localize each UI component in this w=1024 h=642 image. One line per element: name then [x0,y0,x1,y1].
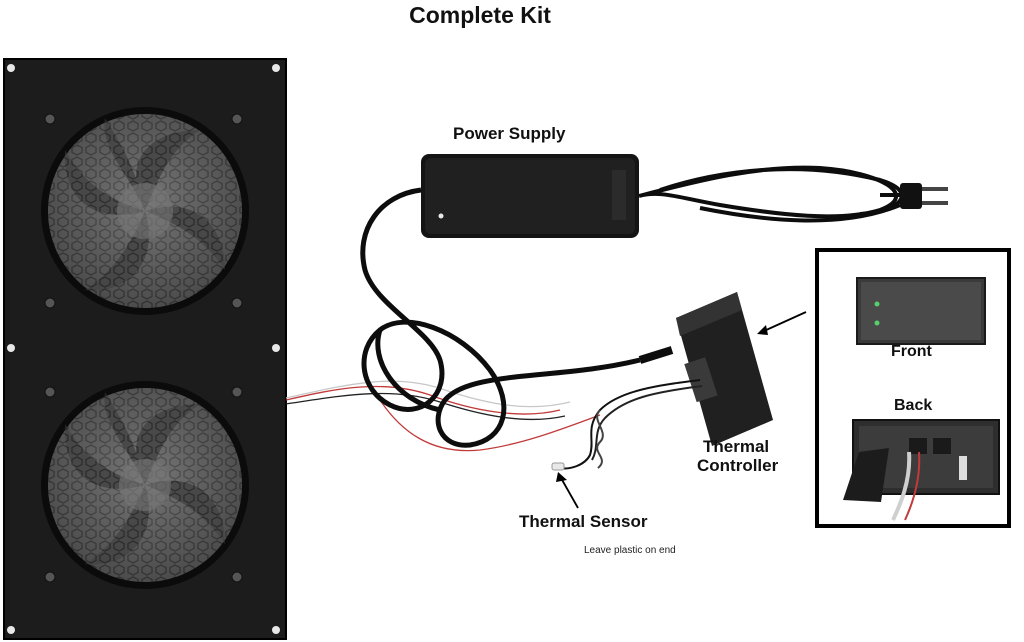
status-led [874,320,880,326]
controller-back-view [843,419,1000,521]
sensor-note: Leave plastic on end [584,545,676,556]
plug [900,183,948,209]
thermal-controller-label-line2: Controller [697,456,779,475]
screw [44,386,56,398]
screw [231,297,243,309]
power-cord [638,165,905,223]
screw [231,386,243,398]
front-view-label: Front [891,343,932,360]
corner-hole [272,344,280,352]
controller-detail-views [843,277,1000,521]
corner-hole [7,64,15,72]
controller-front-view [856,277,986,345]
screw [44,297,56,309]
corner-hole [272,64,280,72]
thermal-controller-label-line1: Thermal [703,437,770,456]
page-title: Complete Kit [409,2,551,28]
screw [231,113,243,125]
screw [231,571,243,583]
thermal-controller [676,292,773,446]
sensor-tip [551,462,565,471]
fan-wires [285,380,601,452]
thermal-sensor-label: Thermal Sensor [519,512,648,531]
status-led [874,301,880,307]
fan-bottom [41,381,249,589]
controller-detail-inset [815,248,1011,528]
arrow-to-controller [757,311,807,335]
screw [44,113,56,125]
corner-hole [7,626,15,634]
fan-top [41,107,249,315]
power-supply [421,154,639,238]
power-supply-label: Power Supply [453,124,566,143]
back-view-label: Back [894,397,933,414]
corner-hole [272,626,280,634]
power-led [438,213,444,219]
arrow-to-sensor [556,472,579,509]
sensor-lead [551,379,703,471]
screw [44,571,56,583]
corner-hole [7,344,15,352]
dc-cable [360,187,674,448]
